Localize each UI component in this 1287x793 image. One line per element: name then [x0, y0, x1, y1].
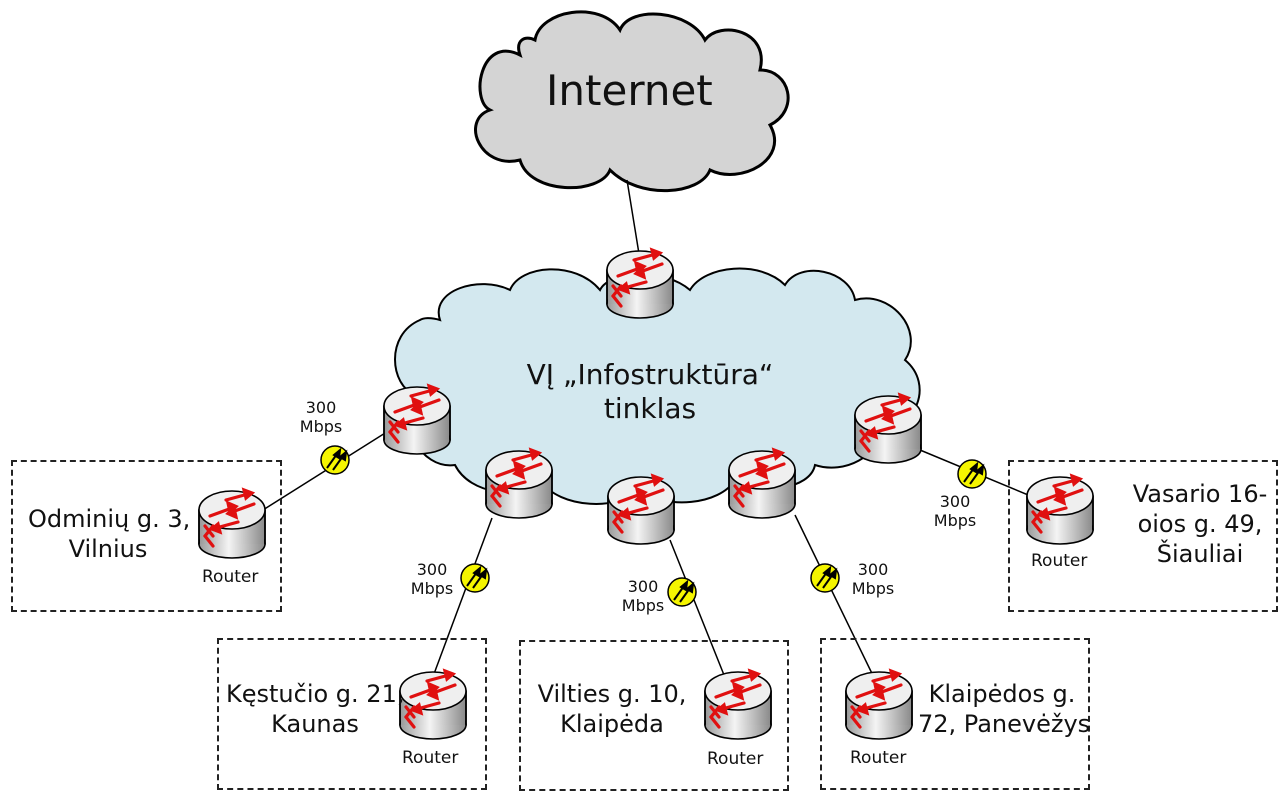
speed-value: 300	[939, 492, 971, 511]
link-speed-marker-panevezys	[810, 563, 840, 593]
core-network-label-line1: VĮ „Infostruktūra“	[526, 358, 774, 391]
site-box-panevezys	[820, 638, 1090, 790]
router-label-klaipeda: Router	[707, 749, 764, 769]
link-vilnius	[254, 429, 391, 516]
internet-label: Internet	[546, 66, 713, 115]
internet-cloud	[474, 10, 790, 193]
site-address-line: 72, Panevėžys	[918, 710, 1091, 738]
core-network-label: VĮ „Infostruktūra“ tinklas	[510, 358, 790, 426]
speed-label-siauliai: 300 Mbps	[930, 492, 980, 530]
link-speed-marker-klaipeda	[667, 577, 697, 607]
speed-unit: Mbps	[299, 417, 343, 436]
site-box-klaipeda	[519, 640, 789, 791]
router-label-siauliai: Router	[1031, 551, 1088, 571]
speed-label-klaipeda: 300 Mbps	[618, 577, 668, 615]
core-router-kaunas	[484, 448, 554, 520]
speed-label-kaunas: 300 Mbps	[407, 560, 457, 598]
router-label-panevezys: Router	[850, 748, 907, 768]
core-router-vilnius	[382, 384, 452, 456]
speed-value: 300	[416, 560, 448, 579]
speed-unit: Mbps	[851, 579, 895, 598]
core-network-label-line2: tinklas	[603, 392, 697, 425]
site-address-line: Vilties g. 10,	[537, 680, 687, 708]
site-address-kaunas: Kęstučio g. 21, Kaunas	[226, 679, 404, 739]
speed-unit: Mbps	[933, 511, 977, 530]
router-label-vilnius: Router	[202, 567, 259, 587]
site-address-siauliai: Vasario 16- oios g. 49, Šiauliai	[1126, 479, 1274, 569]
speed-label-panevezys: 300 Mbps	[848, 560, 898, 598]
speed-value: 300	[305, 398, 337, 417]
site-address-vilnius: Odminių g. 3, Vilnius	[28, 504, 191, 564]
core-router-panevezys	[727, 448, 797, 520]
site-address-line: Odminių g. 3,	[28, 505, 191, 533]
link-speed-marker-kaunas	[460, 563, 490, 593]
link-klaipeda	[669, 539, 731, 691]
site-address-klaipeda: Vilties g. 10, Klaipėda	[532, 679, 692, 739]
site-box-vilnius	[11, 460, 282, 612]
site-address-line: Kęstučio g. 21,	[226, 680, 405, 708]
site-address-line: Klaipėdos g.	[928, 680, 1076, 708]
site-address-line: oios g. 49,	[1137, 510, 1263, 538]
core-router-klaipeda	[606, 474, 676, 546]
site-address-line: Kaunas	[271, 710, 359, 738]
speed-label-vilnius: 300 Mbps	[296, 398, 346, 436]
site-box-kaunas	[217, 638, 487, 790]
site-box-siauliai	[1008, 460, 1278, 612]
site-address-line: Šiauliai	[1156, 540, 1244, 568]
site-address-line: Vasario 16-	[1132, 480, 1268, 508]
speed-unit: Mbps	[621, 596, 665, 615]
link-kaunas	[427, 517, 493, 691]
site-address-line: Vilnius	[68, 535, 148, 563]
speed-value: 300	[627, 577, 659, 596]
link-panevezys	[794, 514, 881, 691]
router-label-kaunas: Router	[402, 748, 459, 768]
link-speed-marker-siauliai	[957, 459, 987, 489]
core-router-siauliai	[853, 393, 923, 465]
site-address-panevezys: Klaipėdos g. 72, Panevėžys	[918, 679, 1091, 739]
site-address-line: Klaipėda	[560, 710, 664, 738]
uplink-line	[626, 179, 641, 261]
speed-unit: Mbps	[410, 579, 454, 598]
speed-value: 300	[857, 560, 889, 579]
network-links	[254, 179, 1046, 691]
core-router-top	[605, 248, 675, 320]
link-speed-marker-vilnius	[320, 445, 350, 475]
